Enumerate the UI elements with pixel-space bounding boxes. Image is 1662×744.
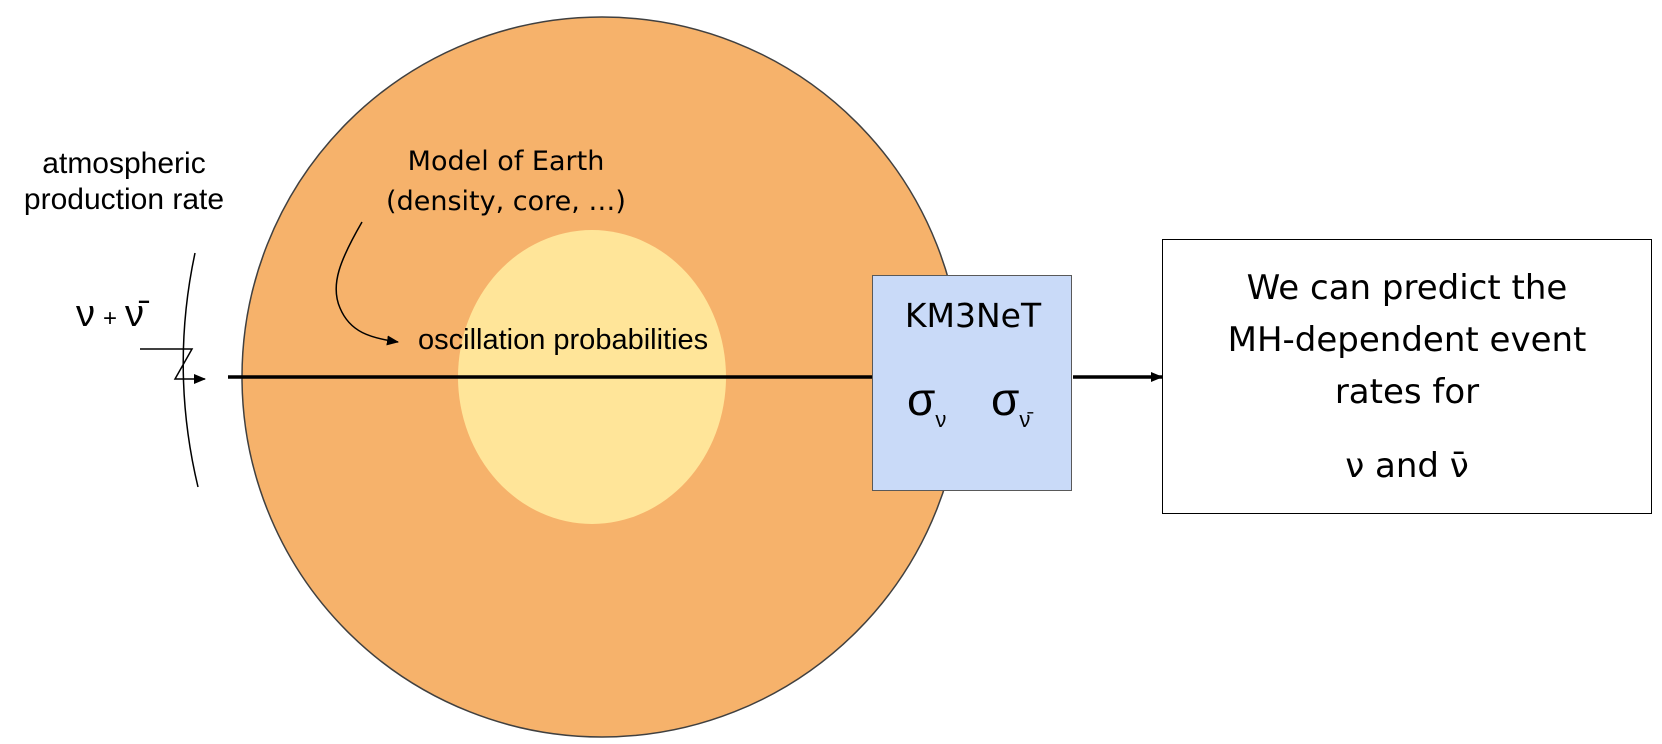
nubar-symbol: ν̄ [125,293,145,335]
flux-label: ν + ν̄ [76,292,144,338]
sigma-nu-symbol: σ [907,373,936,425]
plus-symbol: + [103,305,118,332]
sigma-nu-subscript: ν [935,407,947,432]
sigma-nubar-subscript: ν̄ [1019,407,1031,432]
source-label: atmospheric production rate [0,146,248,218]
production-zigzag-icon [140,348,206,384]
result-line2: MH-dependent event [1227,320,1587,360]
earth-model-line1: Model of Earth [407,146,605,177]
result-line1: We can predict the [1246,268,1568,308]
sigma-nubar: σν̄ [991,372,1030,433]
sigma-nubar-symbol: σ [991,373,1020,425]
sigma-nu: σν [907,372,946,433]
source-label-line2: production rate [23,183,225,216]
result-box: We can predict the MH-dependent event ra… [1162,239,1652,514]
oscillation-label: oscillation probabilities [418,324,709,356]
nu-symbol: ν [76,293,95,335]
detector-name: KM3NeT [904,296,1042,335]
earth-model-curved-arrow [335,221,399,346]
result-line4: ν and ν̄ [1345,446,1469,486]
source-label-line1: atmospheric [42,147,206,180]
atmosphere-arc [182,252,199,488]
detector-box: KM3NeT σν σν̄ [872,275,1072,491]
earth-model-line2: (density, core, …) [386,186,626,217]
result-line3: rates for [1334,372,1480,412]
earth-model-label: Model of Earth (density, core, …) [376,142,636,222]
